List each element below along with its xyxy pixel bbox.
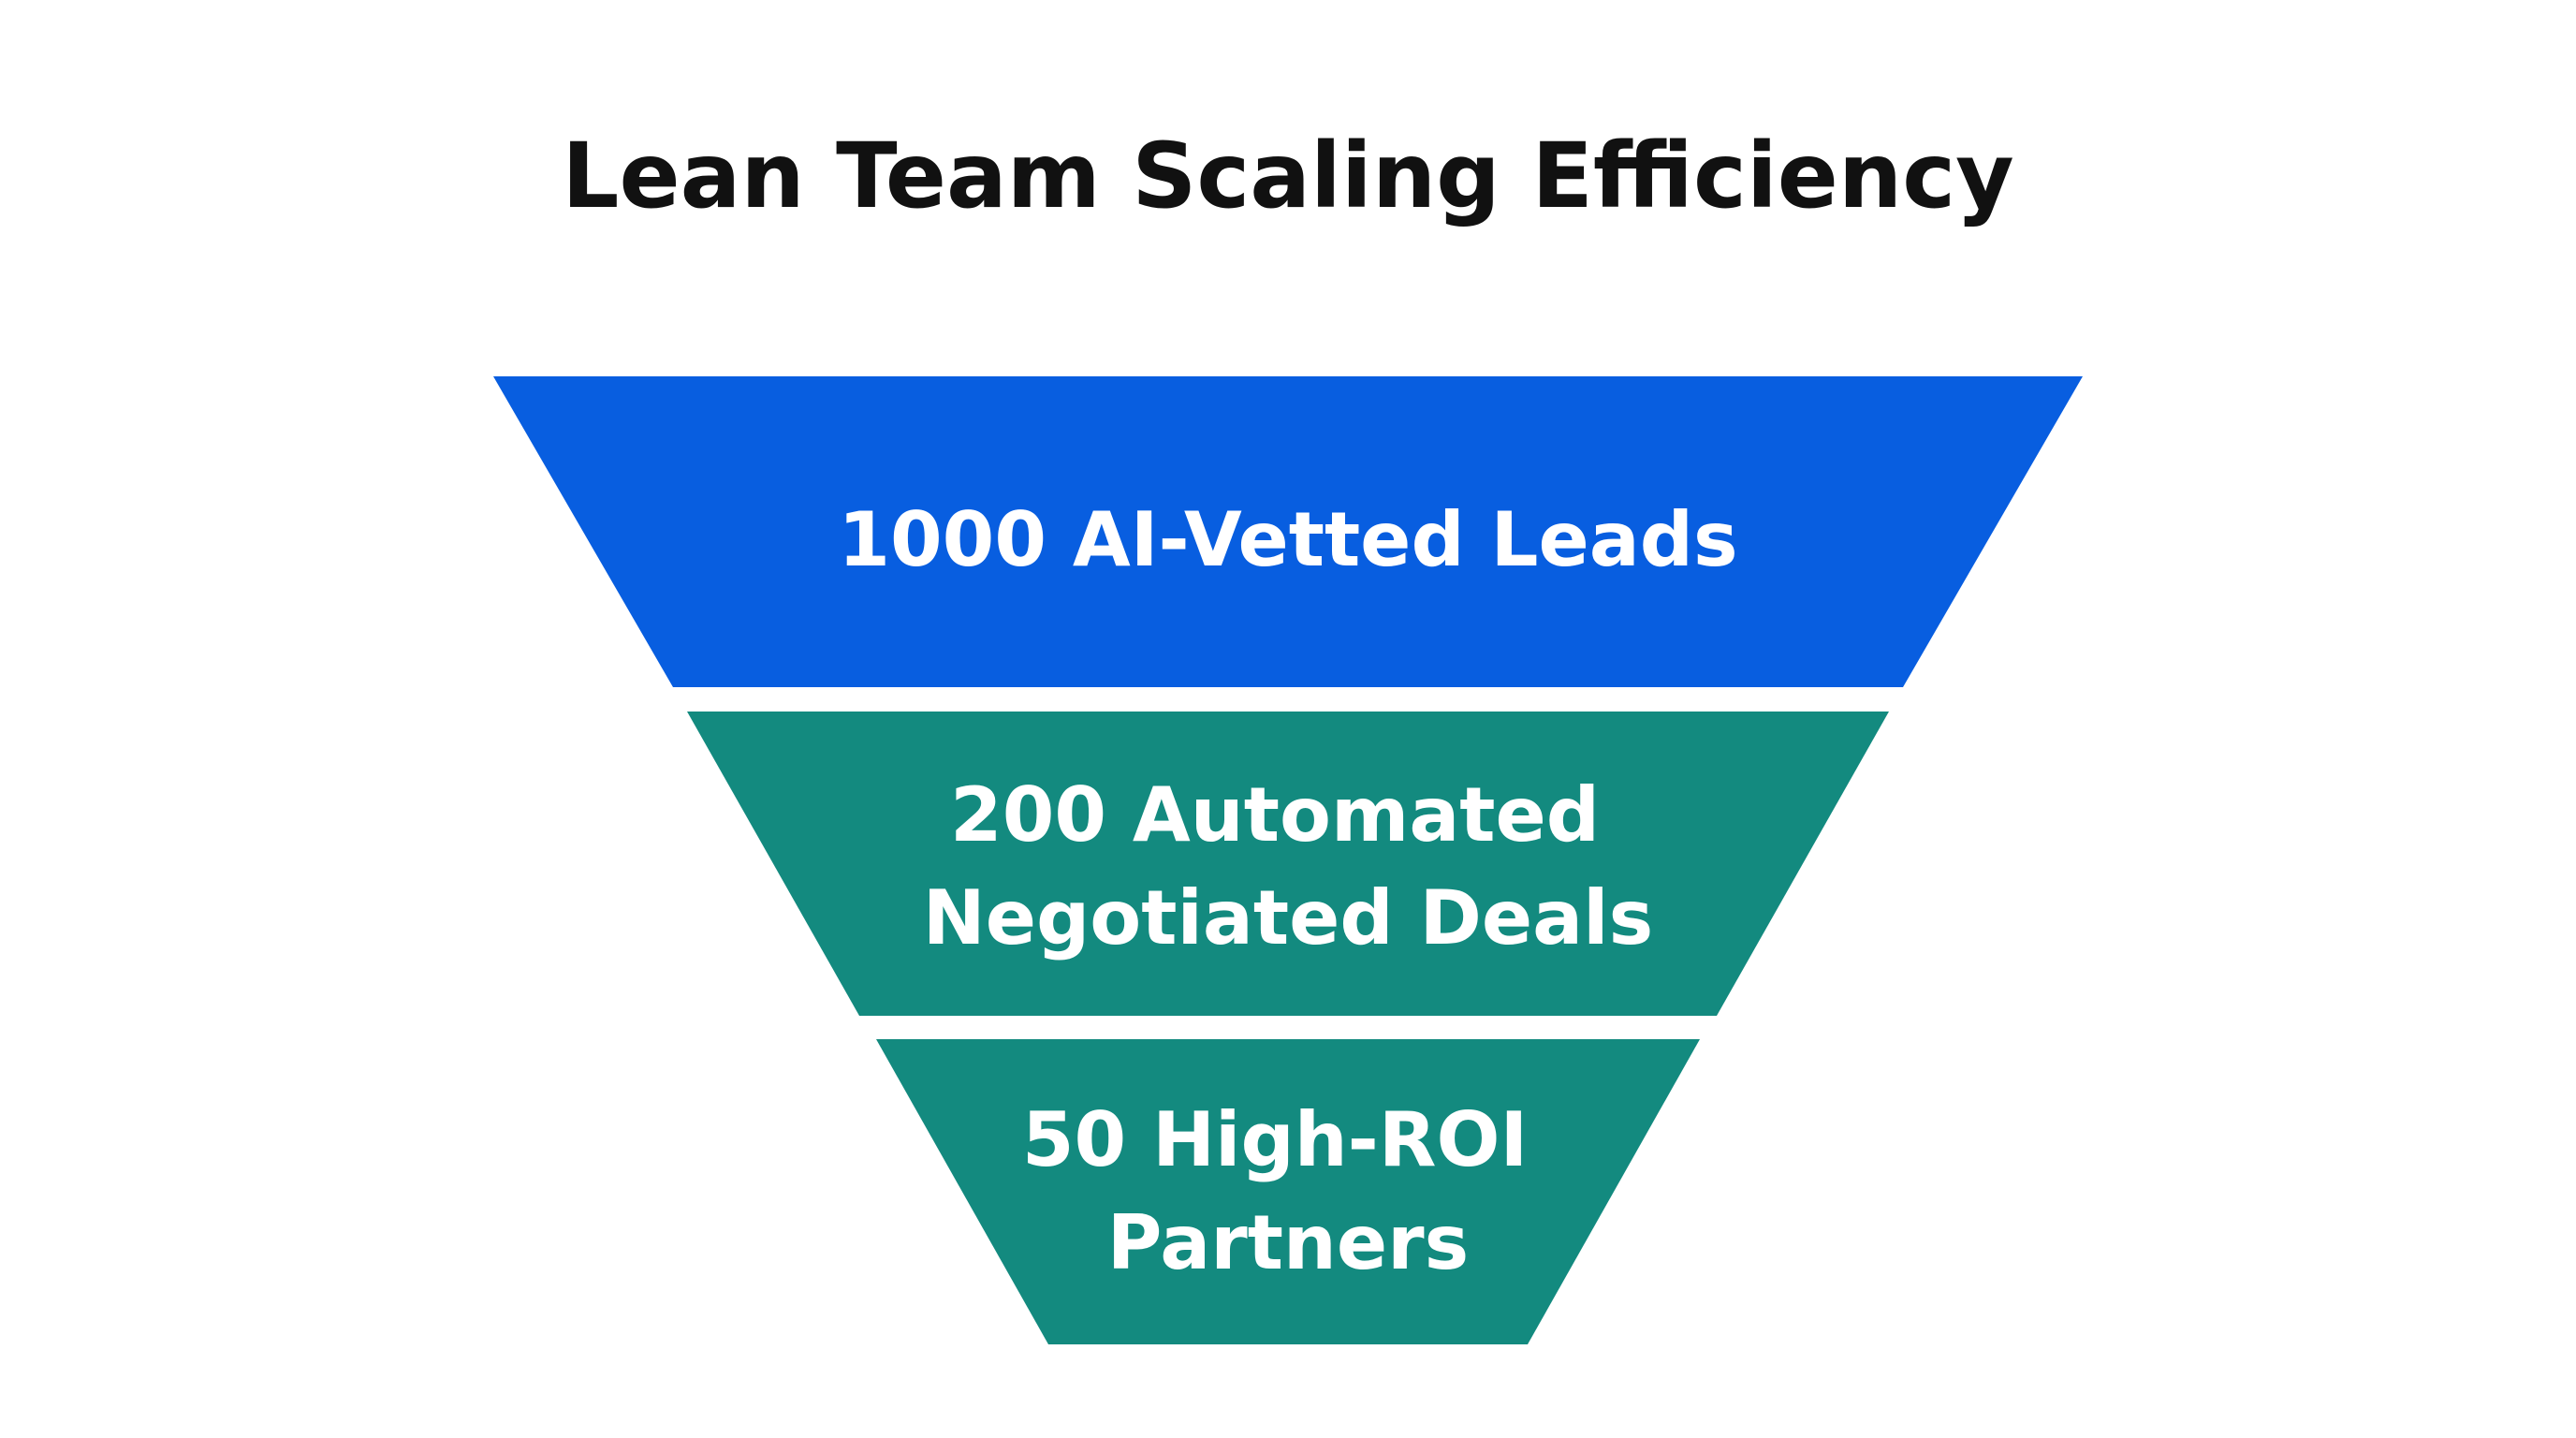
funnel-stage-2-label-line-1: 200 Automated	[950, 771, 1600, 858]
funnel-stage-3-label-line-1: 50 High-ROI	[1022, 1096, 1528, 1183]
funnel-stage-2-label: 200 Automated Negotiated Deals	[923, 771, 1653, 961]
page-title: Lean Team Scaling Efficiency	[562, 124, 2014, 228]
funnel-stage-1-shape	[493, 376, 2083, 687]
funnel-stage-1-label: 1000 AI-Vetted Leads	[838, 496, 1737, 583]
funnel-stage-3-shape	[876, 1039, 1700, 1344]
funnel-stage-3: 50 High-ROI Partners	[876, 1039, 1700, 1344]
funnel-stage-1-label-line-1: 1000 AI-Vetted Leads	[838, 496, 1737, 583]
funnel-stage-2: 200 Automated Negotiated Deals	[687, 712, 1889, 1016]
funnel-stage-2-shape	[687, 712, 1889, 1016]
funnel-stage-3-label: 50 High-ROI Partners	[1022, 1096, 1554, 1286]
funnel-stage-3-label-line-2: Partners	[1107, 1199, 1469, 1286]
funnel-stage-1: 1000 AI-Vetted Leads	[493, 376, 2083, 687]
funnel-stage-2-label-line-2: Negotiated Deals	[923, 874, 1653, 961]
